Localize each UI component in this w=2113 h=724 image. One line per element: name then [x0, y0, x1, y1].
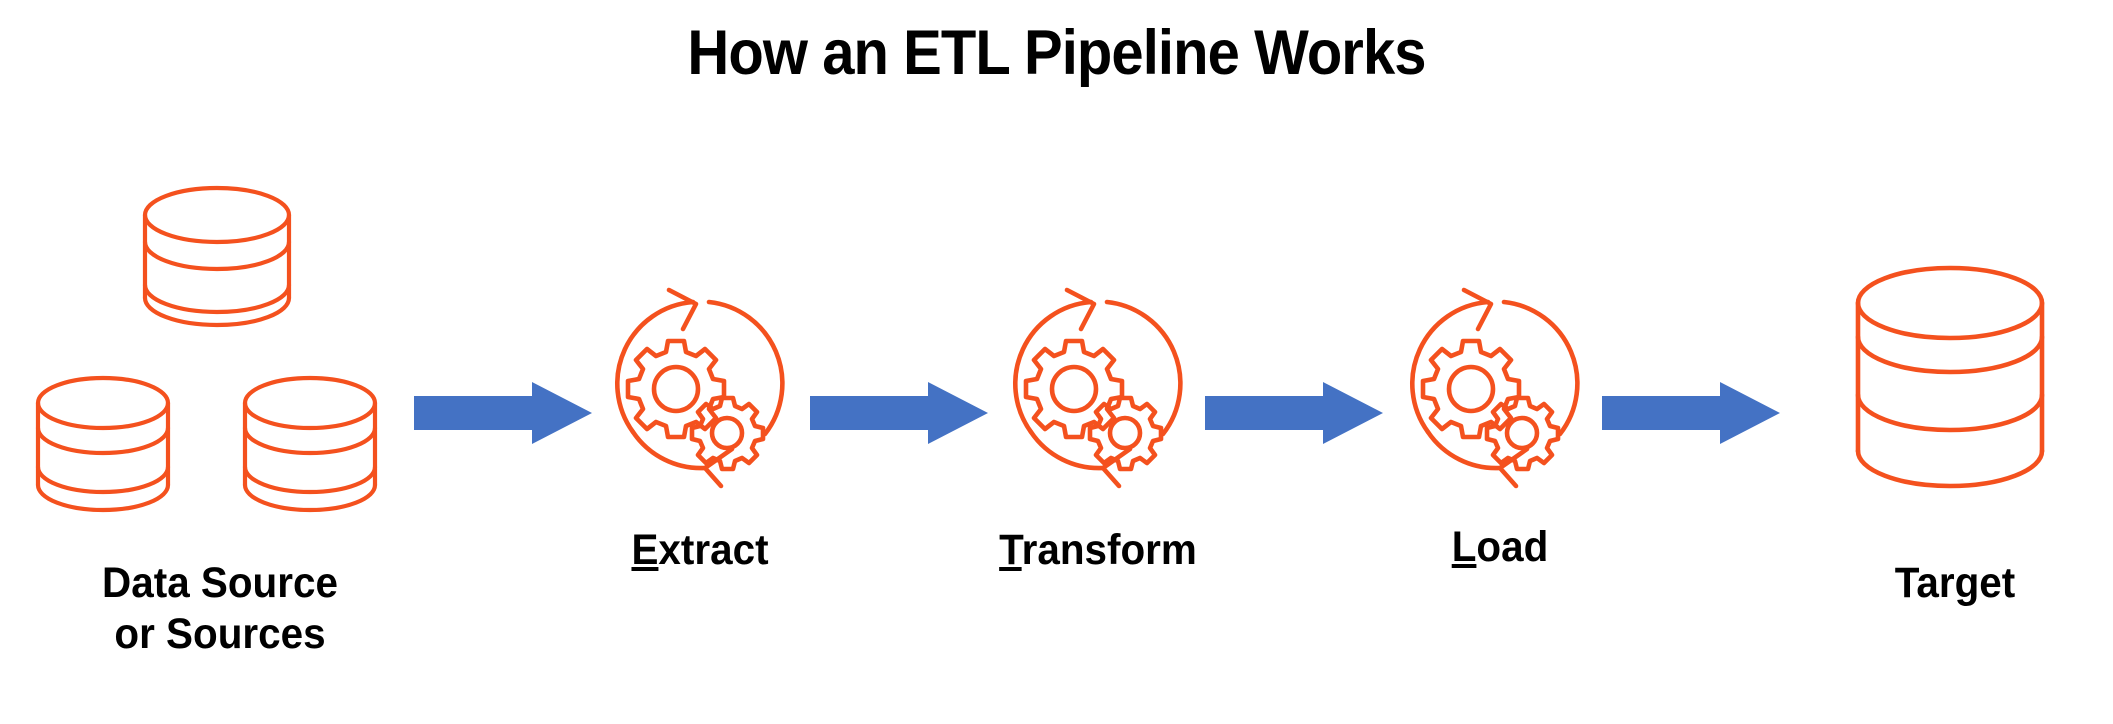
gear-small — [1484, 395, 1561, 472]
database-cluster-icon — [20, 175, 400, 525]
page-title: How an ETL Pipeline Works — [687, 18, 1426, 88]
arrow-right-icon — [1602, 382, 1780, 444]
cycle-arc-bottom — [630, 429, 708, 471]
extract-label: Extract — [550, 526, 851, 574]
cycle-arc-left — [1410, 299, 1491, 435]
cycle-arc-bottom — [1028, 429, 1106, 471]
extract-label-accent: E — [631, 526, 659, 574]
gears-cycle-icon — [605, 272, 795, 497]
cycle-arc-right — [1104, 299, 1183, 437]
gear-small — [1087, 395, 1164, 472]
cycle-arc-left — [615, 299, 696, 435]
cycle-arrowhead-bottom — [702, 446, 735, 489]
database-cylinder-left — [35, 375, 171, 513]
cycle-arrowhead-bottom — [1100, 446, 1133, 489]
gears-cycle-icon — [1003, 272, 1193, 497]
extract-label-rest: xtract — [658, 526, 769, 574]
cycle-arrowhead-top — [1461, 287, 1494, 332]
source-label-line1: Data Source — [102, 559, 338, 607]
gear-small — [689, 395, 766, 472]
arrow-right-icon — [414, 382, 592, 444]
source-label-line2: or Sources — [114, 609, 326, 658]
cycle-arc-left — [1013, 299, 1094, 435]
target-label: Target — [1894, 559, 2016, 607]
cycle-arc-bottom — [1425, 429, 1503, 471]
load-label: Load — [1350, 523, 1651, 571]
database-icon — [1845, 255, 2075, 515]
arrow-right-icon — [810, 382, 988, 444]
database-cylinder-right — [242, 375, 378, 513]
cycle-arc-right — [1501, 299, 1580, 437]
transform-label: Transform — [948, 526, 1249, 574]
cycle-arc-right — [706, 299, 785, 437]
transform-label-rest: ransform — [1021, 526, 1197, 574]
arrow-right-icon — [1205, 382, 1383, 444]
cycle-arrowhead-bottom — [1497, 446, 1530, 489]
cycle-arrowhead-top — [1064, 287, 1097, 332]
load-label-accent: L — [1451, 523, 1477, 571]
gears-cycle-icon — [1400, 272, 1590, 497]
cycle-arrowhead-top — [666, 287, 699, 332]
source-label: Data Source or Sources — [32, 558, 408, 659]
gear-large — [625, 338, 727, 440]
gear-large — [1420, 338, 1522, 440]
transform-label-accent: T — [999, 526, 1022, 574]
load-label-rest: oad — [1476, 523, 1549, 571]
database-cylinder-top — [142, 185, 292, 328]
gear-large — [1023, 338, 1125, 440]
